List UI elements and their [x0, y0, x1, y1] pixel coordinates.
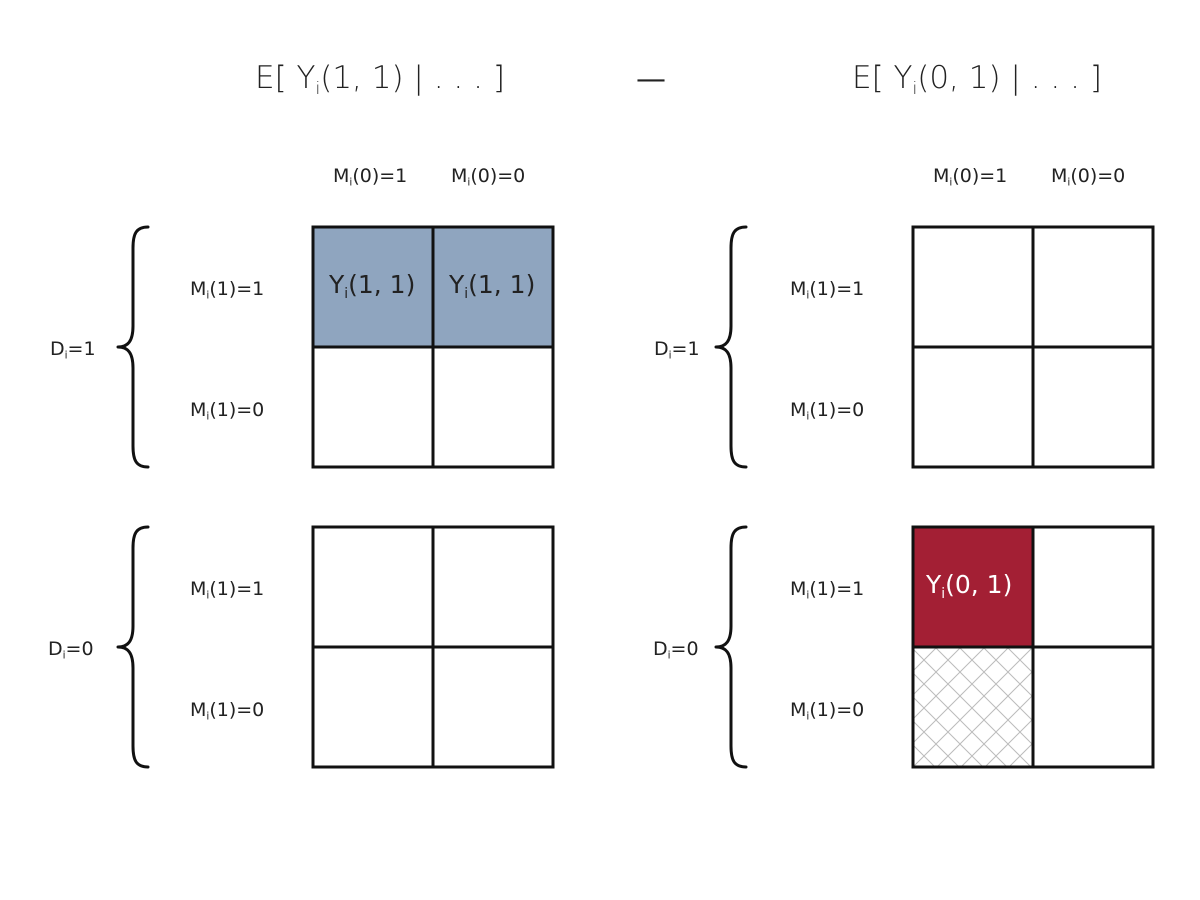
fill-right-bottom-r0c0: [913, 527, 1033, 647]
col-label-m0-1-right: Mi(0)=1: [933, 165, 1008, 189]
brace-left-top: [116, 225, 150, 469]
d-label-0-right: Di=0: [653, 638, 699, 662]
brace-right-bottom: [714, 525, 748, 769]
col-label-m0-0-left: Mi(0)=0: [451, 165, 526, 189]
d-label-1-left: Di=1: [50, 338, 96, 362]
d-label-1-right: Di=1: [654, 338, 700, 362]
row-label-m1-0-right-bottom: Mi(1)=0: [790, 699, 865, 723]
row-label-m1-0-right-top: Mi(1)=0: [790, 399, 865, 423]
row-label-m1-1-right-top: Mi(1)=1: [790, 278, 865, 302]
header-right-expectation: E[ Yi(0, 1) | . . . ]: [852, 60, 1102, 99]
header-minus-operator: —: [636, 62, 666, 97]
cell-text-left-top-r0c0: Yi(1, 1): [329, 270, 416, 302]
d-label-0-left: Di=0: [48, 638, 94, 662]
col-label-m0-1-left: Mi(0)=1: [333, 165, 408, 189]
cell-text-right-bottom-r0c0: Yi(0, 1): [926, 570, 1013, 602]
header-left-expectation: E[ Yi(1, 1) | . . . ]: [255, 60, 505, 99]
brace-left-bottom: [116, 525, 150, 769]
grid-right-top: [911, 225, 1155, 469]
brace-right-top: [714, 225, 748, 469]
grid-left-top: [311, 225, 555, 469]
row-label-m1-1-right-bottom: Mi(1)=1: [790, 578, 865, 602]
fill-left-top-r0c0: [313, 227, 433, 347]
row-label-m1-0-left-top: Mi(1)=0: [190, 399, 265, 423]
row-label-m1-0-left-bottom: Mi(1)=0: [190, 699, 265, 723]
fill-left-top-r0c1: [433, 227, 553, 347]
grid-right-bottom: [911, 525, 1155, 769]
row-label-m1-1-left-bottom: Mi(1)=1: [190, 578, 265, 602]
grid-left-bottom: [311, 525, 555, 769]
hatch-right-bottom-r1c0: [913, 647, 1033, 767]
cell-text-left-top-r0c1: Yi(1, 1): [449, 270, 536, 302]
row-label-m1-1-left-top: Mi(1)=1: [190, 278, 265, 302]
col-label-m0-0-right: Mi(0)=0: [1051, 165, 1126, 189]
